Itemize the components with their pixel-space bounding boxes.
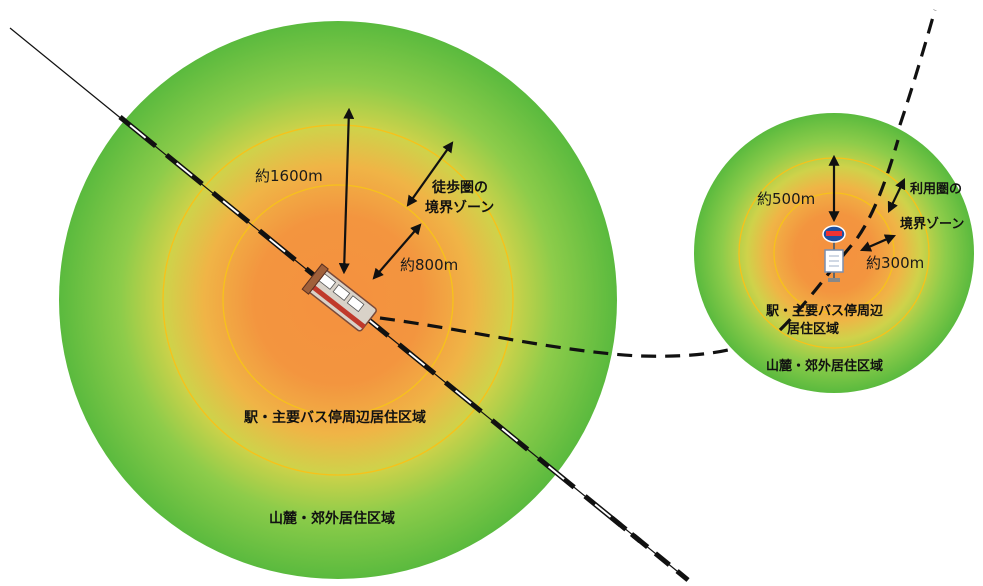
left-boundary-ring-inner bbox=[222, 184, 454, 416]
arrow-800m bbox=[372, 223, 422, 280]
right-arrows bbox=[828, 154, 906, 252]
left-boundary-label-line2: 境界ゾーン bbox=[425, 199, 494, 216]
bus-stop-icon bbox=[822, 225, 846, 282]
arrow-boundary-zone bbox=[406, 141, 454, 207]
arrow-usage-boundary bbox=[887, 178, 906, 213]
left-inner-area-label: 駅・主要バス停周辺居住区域 bbox=[244, 409, 426, 426]
right-boundary-label-line2: 境界ゾーン bbox=[900, 216, 964, 232]
left-radius-outer-label: 約1600m bbox=[255, 167, 323, 185]
right-boundary-label-line1: 利用圏の bbox=[910, 181, 962, 197]
left-boundary-label-line1: 徒歩圏の bbox=[431, 179, 488, 196]
right-radius-outer-label: 約500m bbox=[757, 190, 815, 208]
right-inner-area-label-line2: 居住区域 bbox=[787, 321, 839, 337]
left-arrows bbox=[338, 107, 454, 280]
right-radius-inner-label: 約300m bbox=[866, 254, 924, 272]
arrow-300m bbox=[859, 234, 897, 252]
arrow-1600m bbox=[338, 107, 355, 275]
left-outer-area-label: 山麓・郊外居住区域 bbox=[269, 510, 395, 527]
right-inner-area-label-line1: 駅・主要バス停周辺 bbox=[765, 303, 883, 319]
train-icon bbox=[301, 263, 377, 332]
right-outer-area-label: 山麓・郊外居住区域 bbox=[766, 358, 883, 374]
left-boundary-ring-outer bbox=[162, 124, 514, 476]
left-radius-inner-label: 約800m bbox=[400, 256, 458, 274]
